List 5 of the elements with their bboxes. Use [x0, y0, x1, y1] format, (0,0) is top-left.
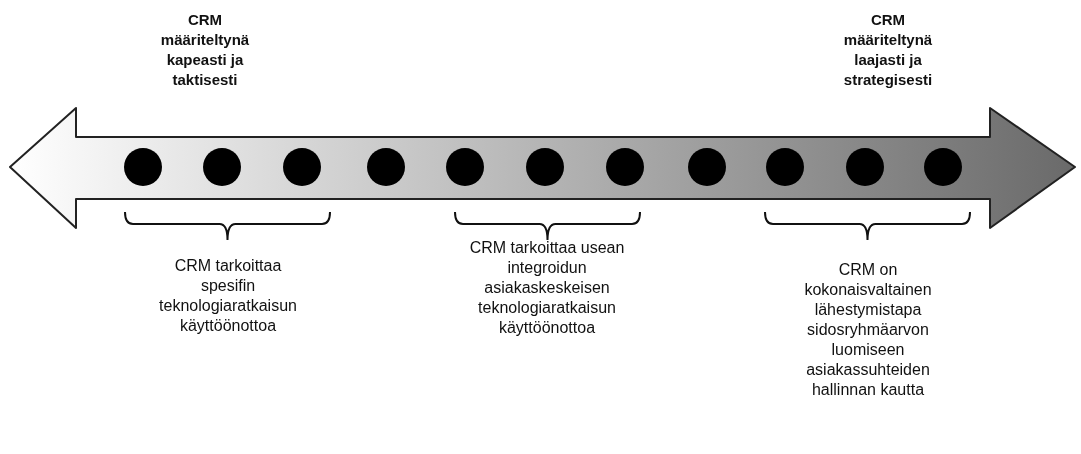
end-label: CRM määriteltynä laajasti ja strategisesti — [842, 10, 934, 90]
end-label: CRM määriteltynä kapeasti ja taktisesti — [159, 10, 251, 90]
description-text: CRM on kokonaisvaltainen lähestymistapa sidosryhmäarvon luomiseen asiakassuhteiden hallinnan kautta — [803, 260, 933, 400]
description-text: CRM tarkoittaa spesifin teknologiaratkaisun käyttöönottoa — [158, 256, 298, 336]
description-text: CRM tarkoittaa usean integroidun asiakaskeskeisen teknologiaratkaisun käyttöönottoa — [468, 238, 626, 338]
